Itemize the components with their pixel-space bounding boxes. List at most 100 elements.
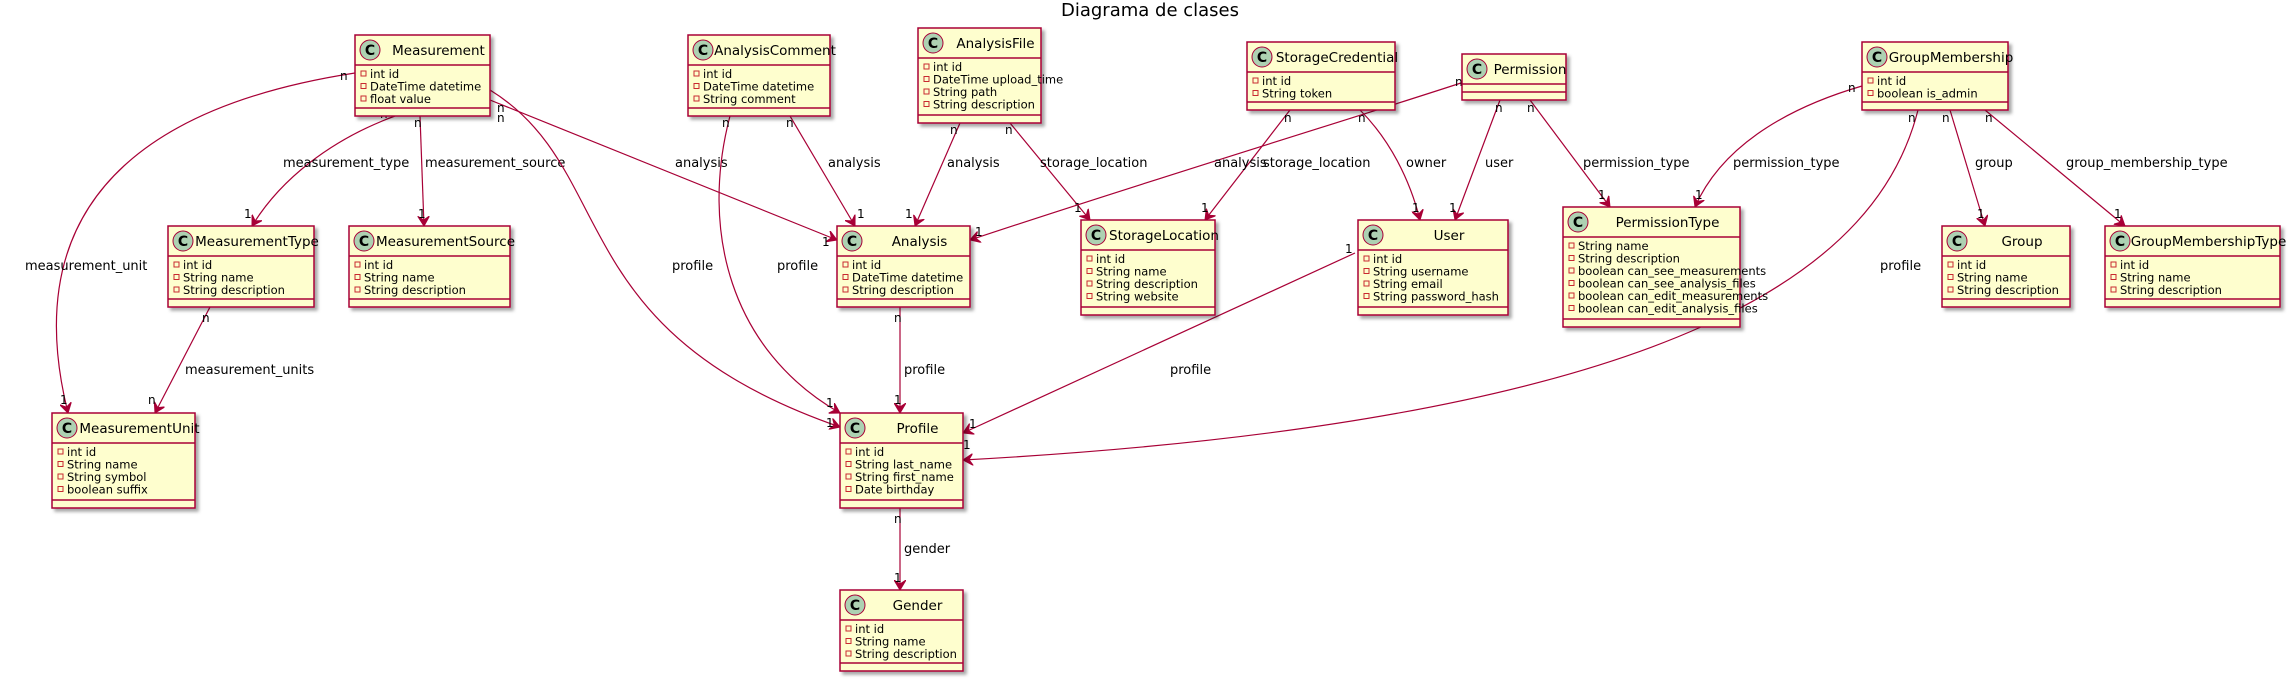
private-visibility-icon — [1363, 293, 1370, 299]
target-multiplicity: 1 — [1598, 188, 1606, 202]
class-attribute: String description — [855, 647, 957, 661]
private-visibility-icon — [845, 638, 852, 644]
class-circle-icon — [1567, 211, 1589, 233]
class-name: MeasurementUnit — [79, 421, 199, 437]
class-name: Measurement — [392, 43, 485, 59]
class-letter-icon: C — [1872, 50, 1882, 66]
class-attribute: String password_hash — [1373, 290, 1499, 304]
source-multiplicity: n — [1284, 111, 1292, 125]
class-name: StorageCredential — [1276, 50, 1398, 66]
relation-label: storage_location — [1263, 156, 1370, 171]
class-letter-icon: C — [1368, 228, 1378, 244]
class-circle-icon — [1251, 46, 1273, 68]
private-visibility-icon — [1867, 90, 1874, 96]
private-visibility-icon — [845, 461, 852, 467]
private-visibility-icon — [1252, 77, 1259, 84]
class-letter-icon: C — [359, 234, 369, 250]
source-multiplicity: n — [497, 111, 505, 125]
class-circle-icon — [1362, 224, 1384, 246]
class-attribute: String symbol — [67, 470, 147, 484]
class-attribute: String name — [183, 271, 254, 285]
private-visibility-icon — [57, 486, 64, 492]
class-attribute: String description — [1578, 252, 1680, 266]
class-circle-icon — [692, 39, 714, 61]
relation-arrow — [1359, 109, 1420, 220]
private-visibility-icon — [842, 274, 849, 280]
private-visibility-icon — [693, 70, 700, 77]
private-visibility-icon — [2110, 261, 2117, 268]
class-attribute: DateTime upload_time — [933, 73, 1063, 87]
class-attribute: boolean can_see_analysis_files — [1578, 277, 1756, 291]
class-attribute: float value — [370, 92, 431, 106]
private-visibility-icon — [1363, 255, 1370, 262]
class-attribute: String name — [855, 635, 926, 649]
source-multiplicity: n — [1942, 111, 1950, 125]
class-attribute: String website — [1096, 290, 1179, 304]
class-attribute: boolean suffix — [67, 483, 148, 497]
target-multiplicity: 1 — [826, 396, 834, 410]
class-circle-icon — [172, 230, 194, 252]
target-multiplicity: 1 — [1977, 207, 1985, 221]
class-attribute: String path — [933, 85, 997, 99]
class-attribute: String name — [2120, 271, 2191, 285]
private-visibility-icon — [1947, 261, 1954, 268]
class-attribute: String name — [1578, 239, 1649, 253]
target-multiplicity: 1 — [1412, 201, 1420, 215]
private-visibility-icon — [1568, 255, 1575, 261]
private-visibility-icon — [923, 88, 930, 95]
target-multiplicity: 1 — [969, 417, 977, 431]
class-attribute: int id — [1262, 74, 1291, 88]
relation-label: analysis — [828, 156, 881, 171]
private-visibility-icon — [1867, 77, 1874, 84]
private-visibility-icon — [923, 76, 930, 82]
class-attribute: String name — [1096, 265, 1167, 279]
relation-arrow — [1455, 99, 1501, 220]
relation-label: profile — [1170, 363, 1211, 378]
source-multiplicity: n — [1455, 75, 1463, 89]
source-multiplicity: n — [1005, 123, 1013, 137]
private-visibility-icon — [354, 286, 361, 293]
class-letter-icon: C — [847, 234, 857, 250]
class-name: Profile — [897, 421, 939, 437]
class-circle-icon — [2109, 230, 2131, 252]
private-visibility-icon — [1568, 267, 1575, 274]
relation-arrow — [1949, 109, 1985, 226]
source-multiplicity: n — [202, 311, 210, 325]
relations-layer: measurement_unitn1measurement_typen1meas… — [25, 69, 2228, 590]
class-attribute: String name — [364, 271, 435, 285]
relation-label: profile — [1880, 259, 1921, 274]
target-multiplicity: 1 — [894, 393, 902, 407]
private-visibility-icon — [1363, 280, 1370, 287]
target-multiplicity: 1 — [963, 438, 971, 452]
class-attribute: int id — [852, 258, 881, 272]
class-attribute: String description — [933, 98, 1035, 112]
class-letter-icon: C — [928, 36, 938, 52]
private-visibility-icon — [1086, 293, 1093, 299]
source-multiplicity: n — [894, 311, 902, 325]
class-box — [348, 225, 511, 308]
relation-label: group — [1975, 156, 2013, 171]
relation-arrow — [420, 115, 424, 226]
relation-label: analysis — [947, 156, 1000, 171]
relation-arrow — [1009, 122, 1090, 220]
relation-arrow — [1984, 109, 2125, 226]
relation-label: measurement_source — [425, 156, 565, 171]
class-circle-icon — [1466, 58, 1488, 80]
class-attribute: boolean is_admin — [1877, 87, 1978, 101]
private-visibility-icon — [693, 83, 700, 89]
class-box — [2104, 225, 2281, 308]
private-visibility-icon — [360, 70, 367, 77]
relation-label: storage_location — [1040, 156, 1147, 171]
